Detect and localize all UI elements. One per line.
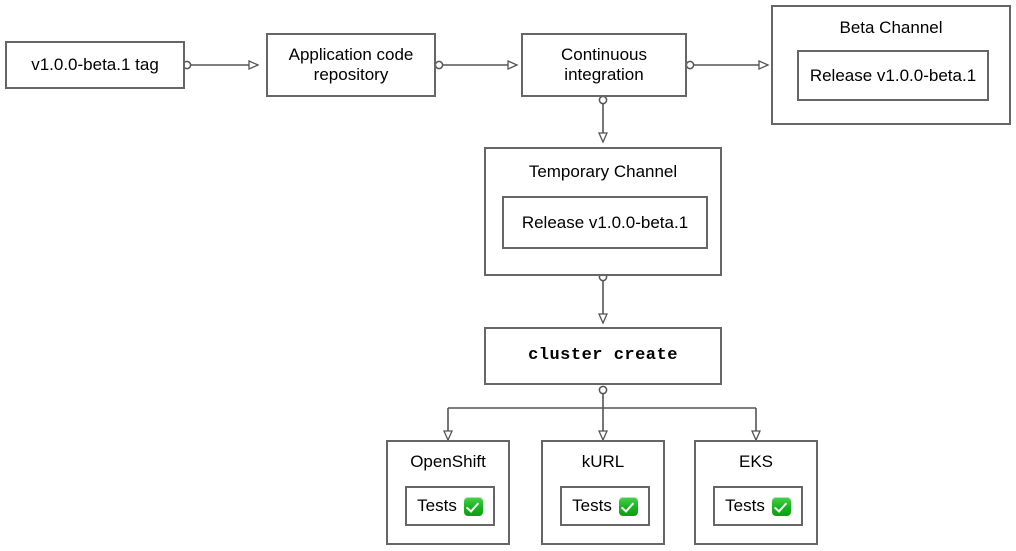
edge-temporary-channel-to-cluster-create (597, 272, 609, 325)
temporary-channel-release-label: Release v1.0.0-beta.1 (521, 212, 689, 232)
check-mark-button-icon (463, 496, 483, 516)
kurl-tests-box[interactable]: Tests (560, 486, 650, 526)
node-application-code-repository[interactable]: Application code repository (266, 33, 436, 97)
edge-repo-to-ci (434, 59, 519, 71)
edge-ci-to-beta-channel (685, 59, 770, 71)
container-target-openshift-title: OpenShift (410, 452, 486, 471)
edge-cluster-create-fanout (442, 385, 762, 442)
container-target-eks[interactable]: EKS Tests (694, 440, 818, 545)
container-temporary-channel[interactable]: Temporary Channel Release v1.0.0-beta.1 (484, 147, 722, 276)
node-continuous-integration[interactable]: Continuous integration (521, 33, 687, 97)
openshift-tests-label: Tests (417, 496, 457, 515)
container-beta-channel[interactable]: Beta Channel Release v1.0.0-beta.1 (771, 5, 1011, 125)
node-continuous-integration-label: Continuous integration (560, 44, 647, 84)
temporary-channel-release-box[interactable]: Release v1.0.0-beta.1 (502, 196, 708, 249)
check-mark-button-icon (618, 496, 638, 516)
openshift-tests-box[interactable]: Tests (405, 486, 495, 526)
node-version-tag[interactable]: v1.0.0-beta.1 tag (5, 41, 185, 89)
beta-channel-release-label: Release v1.0.0-beta.1 (809, 65, 977, 85)
node-application-code-repository-label: Application code repository (288, 44, 414, 84)
edge-ci-to-temporary-channel (597, 95, 609, 144)
container-target-kurl[interactable]: kURL Tests (541, 440, 665, 545)
container-beta-channel-title: Beta Channel (839, 18, 943, 37)
node-cluster-create-label: cluster create (528, 345, 678, 365)
eks-tests-label: Tests (725, 496, 765, 515)
eks-tests-box[interactable]: Tests (713, 486, 803, 526)
beta-channel-release-box[interactable]: Release v1.0.0-beta.1 (797, 50, 989, 101)
container-target-openshift[interactable]: OpenShift Tests (386, 440, 510, 545)
container-temporary-channel-title: Temporary Channel (528, 162, 678, 181)
edge-tag-to-repo (182, 59, 260, 71)
kurl-tests-label: Tests (572, 496, 612, 515)
container-target-eks-title: EKS (738, 452, 774, 471)
check-mark-button-icon (771, 496, 791, 516)
node-version-tag-label: v1.0.0-beta.1 tag (31, 54, 159, 74)
node-cluster-create[interactable]: cluster create (484, 327, 722, 385)
container-target-kurl-title: kURL (581, 452, 625, 471)
